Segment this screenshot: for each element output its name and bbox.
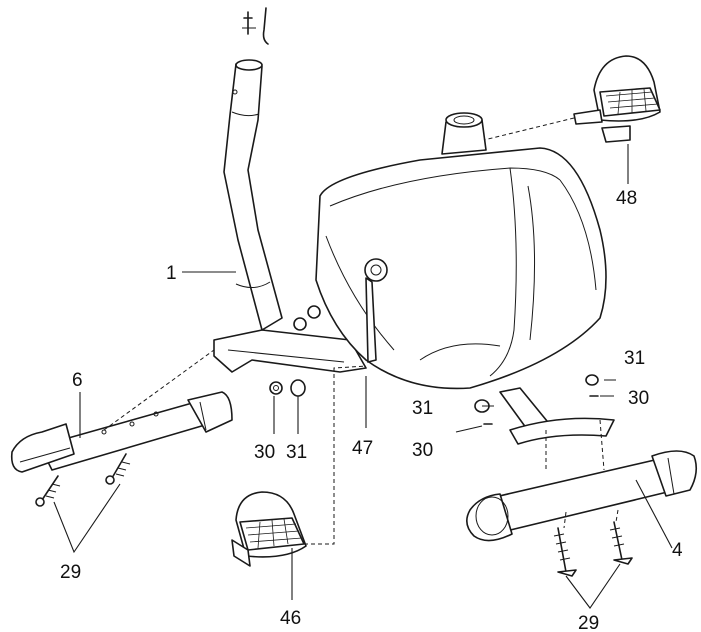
label-washer-right-upper: 30 xyxy=(628,388,649,409)
part-labels: 1 6 48 47 30 31 31 30 31 30 4 46 29 29 xyxy=(60,188,683,632)
rear-stabilizer xyxy=(10,391,233,507)
leader-lines xyxy=(53,144,673,609)
label-washer-right-lower: 30 xyxy=(412,440,433,461)
label-rear-stabilizer: 6 xyxy=(72,370,83,391)
left-pedal xyxy=(231,491,307,567)
label-nut-right-upper: 31 xyxy=(624,348,645,369)
flywheel-shroud xyxy=(315,112,607,390)
main-frame xyxy=(213,305,615,445)
label-left-pedal: 46 xyxy=(280,608,301,629)
label-handlebar-post: 1 xyxy=(166,263,177,284)
assembly-paths xyxy=(103,117,619,545)
label-right-pedal: 48 xyxy=(616,188,637,209)
label-washer-left: 30 xyxy=(254,442,275,463)
label-sensor-wire: 47 xyxy=(352,438,373,459)
handlebar-post xyxy=(223,7,283,331)
label-bolts-right: 29 xyxy=(578,613,599,632)
label-nut-right-lower: 31 xyxy=(412,398,433,419)
label-front-stabilizer: 4 xyxy=(672,540,683,561)
front-stabilizer xyxy=(466,450,698,577)
label-nut-left: 31 xyxy=(286,442,307,463)
right-pedal xyxy=(573,55,661,143)
label-bolts-left: 29 xyxy=(60,562,81,583)
